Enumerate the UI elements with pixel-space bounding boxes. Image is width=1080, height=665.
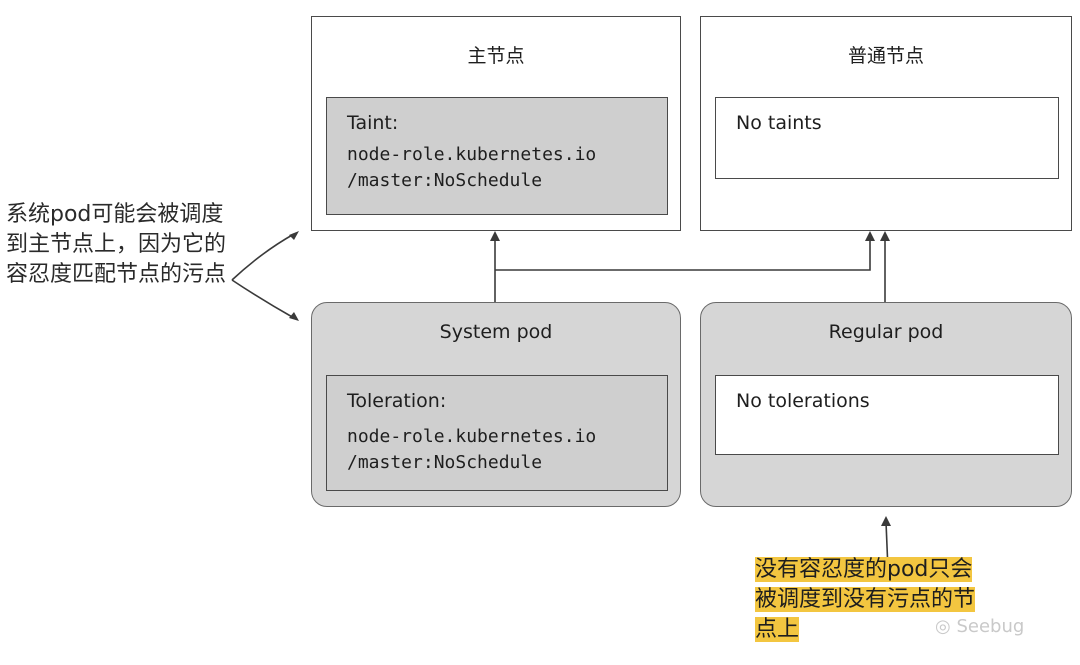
regular-pod-box: Regular pod No tolerations xyxy=(700,302,1072,507)
system-toleration-box: Toleration: node-role.kubernetes.io /mas… xyxy=(326,375,668,491)
note-arrow-down xyxy=(231,279,295,319)
arrowhead-regular-2 xyxy=(880,231,890,241)
left-annotation: 系统pod可能会被调度到主节点上，因为它的容忍度匹配节点的污点 xyxy=(6,202,227,287)
arrowhead-master xyxy=(490,231,500,241)
taint-label: Taint: xyxy=(347,112,399,134)
note-arrow-up xyxy=(231,233,295,281)
master-taint-box: Taint: node-role.kubernetes.io /master:N… xyxy=(326,97,668,215)
toleration-value-line1: node-role.kubernetes.io xyxy=(347,426,597,447)
system-pod-title: System pod xyxy=(439,321,553,343)
arrowhead-note-down xyxy=(289,312,299,321)
regular-toleration-box: No tolerations xyxy=(715,375,1059,455)
master-node-box: 主节点 Taint: node-role.kubernetes.io /mast… xyxy=(311,16,681,231)
watermark-text: Seebug xyxy=(956,616,1025,637)
regular-node-title: 普通节点 xyxy=(847,45,924,67)
watermark-logo: ◎ Seebug xyxy=(935,616,1024,637)
bottom-note-line2: 被调度到没有污点的节 xyxy=(755,587,976,612)
arrowhead-bottom-note xyxy=(881,516,891,526)
no-taints-label: No taints xyxy=(736,112,822,134)
taint-value-line1: node-role.kubernetes.io xyxy=(347,144,597,165)
bottom-note-line3: 点上 xyxy=(755,617,800,642)
regular-pod-title: Regular pod xyxy=(828,321,944,343)
system-pod-box: System pod Toleration: node-role.kuberne… xyxy=(311,302,681,507)
regular-taint-box: No taints xyxy=(715,97,1059,179)
regular-node-box: 普通节点 No taints xyxy=(700,16,1072,231)
taint-value-line2: /master:NoSchedule xyxy=(347,170,543,191)
master-node-title: 主节点 xyxy=(467,45,525,67)
bottom-annotation: 没有容忍度的pod只会 被调度到没有污点的节 点上 xyxy=(755,555,1045,645)
system-to-regular-line xyxy=(495,238,871,271)
toleration-value-line2: /master:NoSchedule xyxy=(347,452,543,473)
arrowhead-note-up xyxy=(289,231,299,240)
arrowhead-regular-1 xyxy=(865,231,875,241)
watermark-icon: ◎ xyxy=(935,616,951,637)
toleration-label: Toleration: xyxy=(347,390,447,412)
no-tolerations-label: No tolerations xyxy=(736,390,870,412)
bottom-note-line1: 没有容忍度的pod只会 xyxy=(755,557,973,582)
